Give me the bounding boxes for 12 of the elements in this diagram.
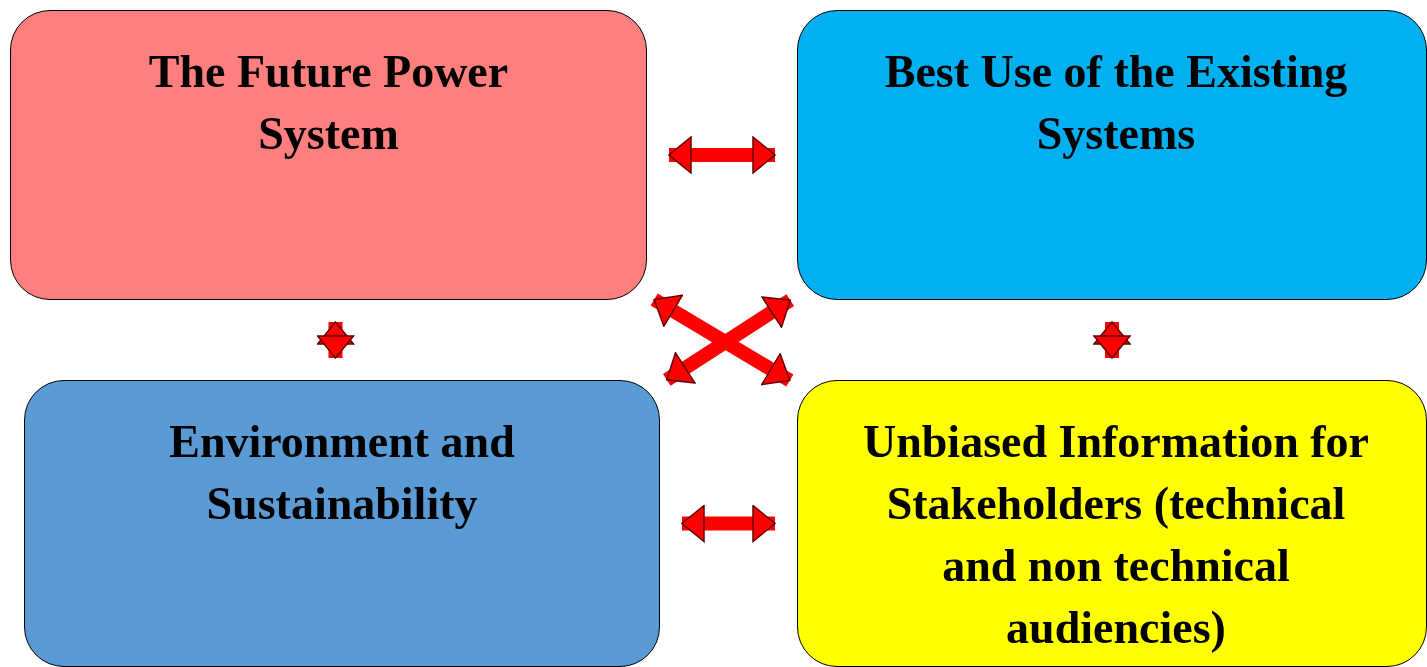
double-arrow <box>681 504 776 543</box>
box-title: The Future Power System <box>147 45 510 161</box>
box-title: Unbiased Information for Stakeholders (technical and non technical audiencies) <box>862 415 1370 655</box>
rounded-box <box>10 10 647 300</box>
rounded-box <box>24 380 660 667</box>
double-arrow <box>668 136 776 174</box>
rounded-box <box>797 380 1427 667</box>
rounded-box <box>797 10 1427 300</box>
double-arrow <box>1093 321 1131 359</box>
double-arrow <box>316 321 355 359</box>
box-title: Best Use of the Existing Systems <box>883 45 1349 161</box>
box-title: Environment and Sustainability <box>168 415 516 531</box>
